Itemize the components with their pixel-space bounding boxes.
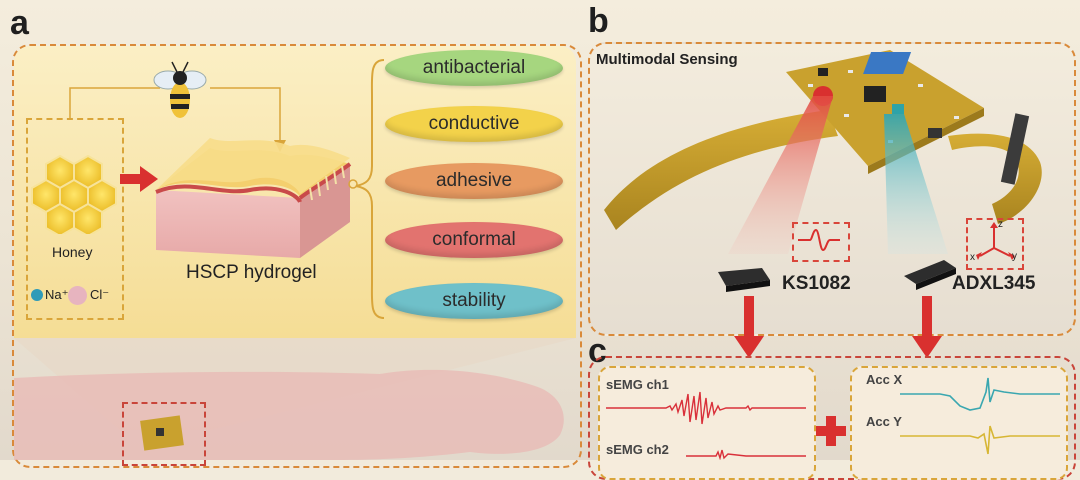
acc-y-label: Acc Y xyxy=(866,414,902,429)
wrist-device xyxy=(140,415,184,451)
property-antibacterial: antibacterial xyxy=(385,50,563,86)
property-conformal-label: conformal xyxy=(432,229,516,250)
property-conductive-label: conductive xyxy=(428,113,520,134)
property-antibacterial-label: antibacterial xyxy=(422,57,526,78)
semg-ch2-trace xyxy=(686,449,806,460)
axis-x-label: x xyxy=(970,252,975,263)
emg-wave-icon-frame xyxy=(792,222,850,262)
property-adhesive: adhesive xyxy=(385,163,563,199)
panel-b-title: Multimodal Sensing xyxy=(596,51,738,68)
honey-to-hydrogel-arrow xyxy=(120,166,158,192)
adxl345-down-arrow xyxy=(912,296,942,358)
panel-a-letter: a xyxy=(10,4,29,42)
axes-icon-frame xyxy=(966,218,1024,270)
ks1082-label: KS1082 xyxy=(782,273,851,294)
property-stability: stability xyxy=(385,283,563,319)
hydrogel-label: HSCP hydrogel xyxy=(186,262,317,283)
plus-sign xyxy=(816,416,846,446)
axis-z-label: z xyxy=(998,219,1003,230)
semg-ch2-label: sEMG ch2 xyxy=(606,442,669,457)
bee-icon xyxy=(153,61,207,118)
emg-wave-icon xyxy=(798,228,840,252)
acc-x-label: Acc X xyxy=(866,372,903,387)
property-bracket xyxy=(355,59,385,319)
acc-x-trace xyxy=(900,377,1060,411)
chloride-ion-label: Cl⁻ xyxy=(90,287,110,302)
sodium-ion-dot xyxy=(31,289,43,301)
ks1082-chip xyxy=(718,268,770,292)
adxl345-chip xyxy=(904,260,956,290)
forearm-illustration xyxy=(14,369,564,460)
hydrogel-block xyxy=(155,138,358,258)
semg-ch1-trace xyxy=(606,391,806,425)
honey-box xyxy=(26,118,124,320)
axis-y-label: y xyxy=(1012,251,1017,262)
honey-label: Honey xyxy=(52,244,93,260)
acc-y-trace xyxy=(900,425,1060,455)
semg-ch1-label: sEMG ch1 xyxy=(606,377,669,392)
property-adhesive-label: adhesive xyxy=(435,170,513,191)
property-conductive: conductive xyxy=(385,106,563,142)
sodium-ion-label: Na⁺ xyxy=(45,287,69,302)
property-conformal: conformal xyxy=(385,222,563,258)
chloride-ion-dot xyxy=(68,286,87,305)
ks1082-down-arrow xyxy=(734,296,764,358)
adxl345-label: ADXL345 xyxy=(952,273,1036,294)
sensing-beams xyxy=(728,96,948,254)
panel-b-letter: b xyxy=(588,2,609,40)
honeycomb-icon xyxy=(31,154,117,234)
axes-icon xyxy=(976,222,1015,260)
property-stability-label: stability xyxy=(442,290,506,311)
